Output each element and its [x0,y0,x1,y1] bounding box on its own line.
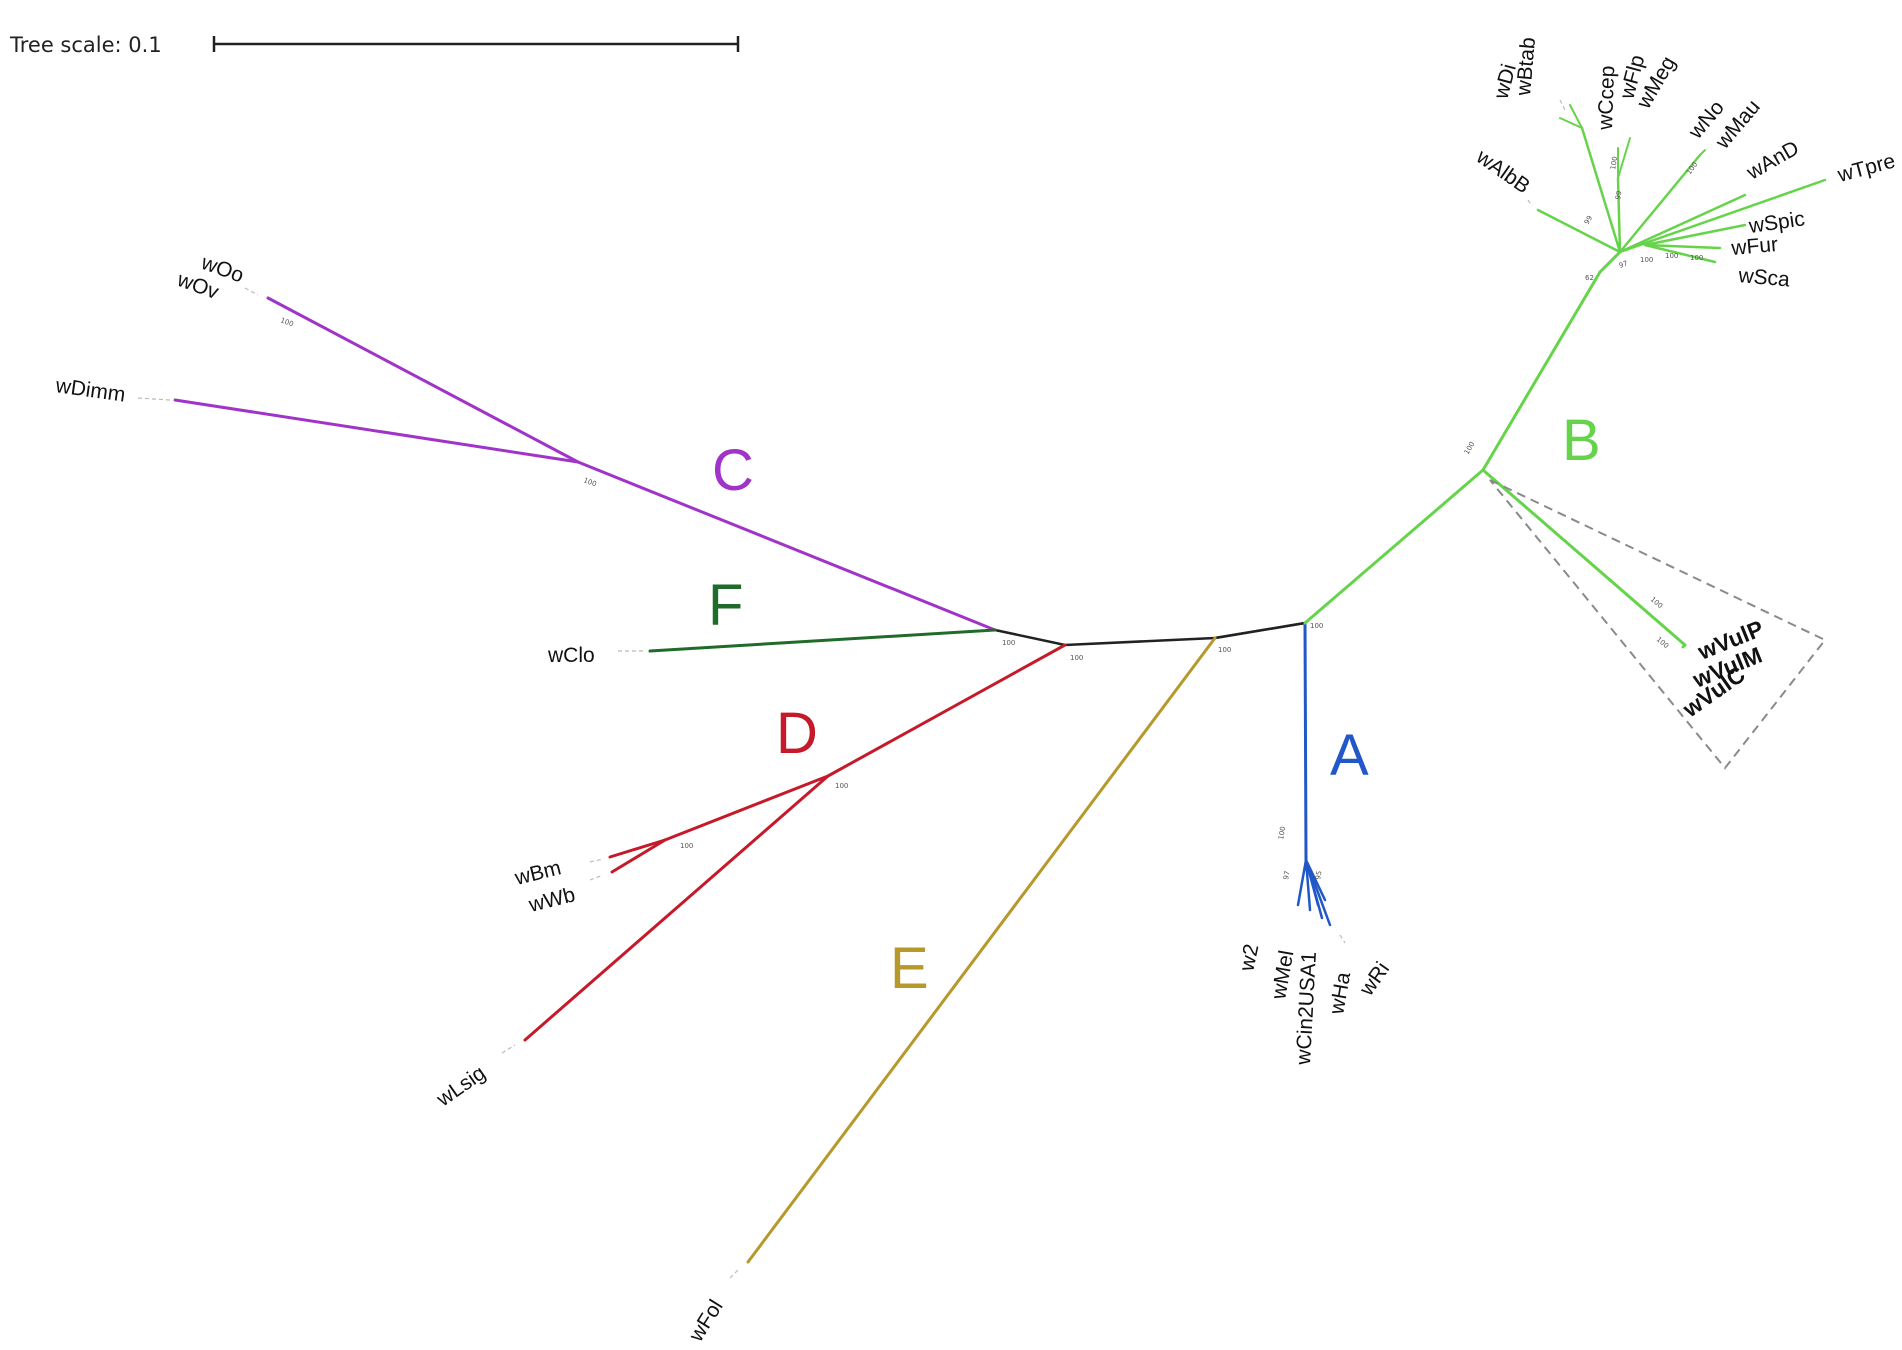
clade-c-branches [173,296,997,632]
branch [1598,250,1622,274]
support-value: 100 [1218,646,1231,654]
branch [1303,468,1485,625]
clade-d-branches [523,643,1067,1042]
support-value: 100 [279,316,294,328]
support-value: 100 [1310,622,1323,630]
branch [523,774,830,1042]
support-value: 100 [1277,826,1287,841]
tip-label-wBtab: wBtab [1512,36,1540,97]
support-value: 100 [1655,635,1670,650]
branch [1617,137,1631,179]
branch [1304,858,1312,912]
tip-label-wCcep: wCcep [1594,65,1619,131]
branch [173,398,580,464]
support-value: 99 [1614,190,1623,200]
support-value: 100 [1070,654,1083,662]
tip-label-wWb: wWb [526,883,578,917]
tip-leaders [137,99,1566,1279]
tip-label-wAlbB: wAlbB [1471,145,1534,199]
branch [663,774,830,842]
clade-label-a: A [1330,723,1369,788]
tip-label-wSca: wSca [1737,264,1791,292]
branch [648,628,997,653]
backbone-branch [993,621,1307,647]
branch [1481,468,1687,647]
branch [608,838,667,859]
tip-label-wLsig: wLsig [432,1061,490,1111]
tip-label-wTpre: wTpre [1834,150,1897,188]
support-value: 100 [1690,254,1703,262]
tip-label-wFol: wFol [684,1296,728,1347]
tip-label-wMel: wMel [1267,949,1298,1002]
branch [1643,243,1717,264]
backbone-branches [993,621,1307,647]
branch [610,838,667,874]
clade-labels: A B C D E F [708,408,1601,1001]
support-value: 100 [1609,156,1619,171]
branch [266,296,580,464]
support-value: 100 [835,782,848,790]
support-value: 95 [1314,870,1323,880]
support-value: 100 [1649,595,1664,610]
support-value: 97 [1282,870,1291,880]
branch [576,460,997,632]
branch [1580,126,1622,254]
tip-label-wBm: wBm [512,856,564,890]
branch [1618,193,1747,254]
branch [1296,858,1308,907]
clade-label-d: D [776,701,818,766]
support-value: 62 [1585,274,1594,282]
clade-a-branches [1296,621,1332,927]
tip-label-wRi: wRi [1355,958,1394,1001]
support-values: 100 100 100 100 100 100 100 100 100 97 9… [279,156,1703,881]
tip-label-wHa: wHa [1325,970,1355,1017]
branch [1303,621,1308,862]
branch [1681,643,1687,649]
tip-label-wCin2USA1: wCin2USA1 [1292,951,1321,1066]
branch [1618,178,1827,254]
highlight-box [1489,479,1827,770]
branch [1618,153,1702,254]
clade-label-e: E [890,936,929,1001]
branch [1616,176,1622,254]
clade-label-c: C [712,438,754,503]
tip-label-wDimm: wDimm [53,374,126,407]
support-value: 100 [1002,639,1015,647]
support-value: 97 [1618,259,1629,270]
support-value: 100 [582,476,597,488]
tip-label-wFur: wFur [1729,233,1778,260]
tip-labels: wOo wOv wDimm wClo wBm wWb wLsig wFol w2… [53,36,1897,1346]
clade-label-b: B [1562,408,1601,473]
support-value: 100 [1685,161,1699,177]
branch [1481,270,1602,472]
branch [1559,117,1583,129]
support-value: 100 [1665,252,1678,260]
support-value: 100 [680,842,693,850]
branch [1569,104,1583,129]
branch [1643,223,1747,247]
tip-label-w2: w2 [1235,942,1263,974]
branch [1304,858,1332,927]
tip-label-wClo: wClo [547,644,595,667]
branch [1536,208,1622,254]
clade-e-branches [746,636,1217,1264]
support-value: 99 [1583,214,1594,226]
tree-scale: Tree scale: 0.1 [9,33,740,57]
branch [746,636,1217,1264]
clade-b-branches [1303,104,1827,649]
branch [826,643,1067,778]
tree-scale-label: Tree scale: 0.1 [9,33,162,57]
support-value: 100 [1463,440,1477,456]
tip-label-wAnD: wAnD [1742,136,1803,184]
branch [1643,243,1722,250]
backbone-branch [1213,621,1307,640]
branch [1699,149,1706,156]
clade-f-branches [648,628,997,653]
clade-label-f: F [708,573,743,638]
support-value: 100 [1640,256,1653,264]
